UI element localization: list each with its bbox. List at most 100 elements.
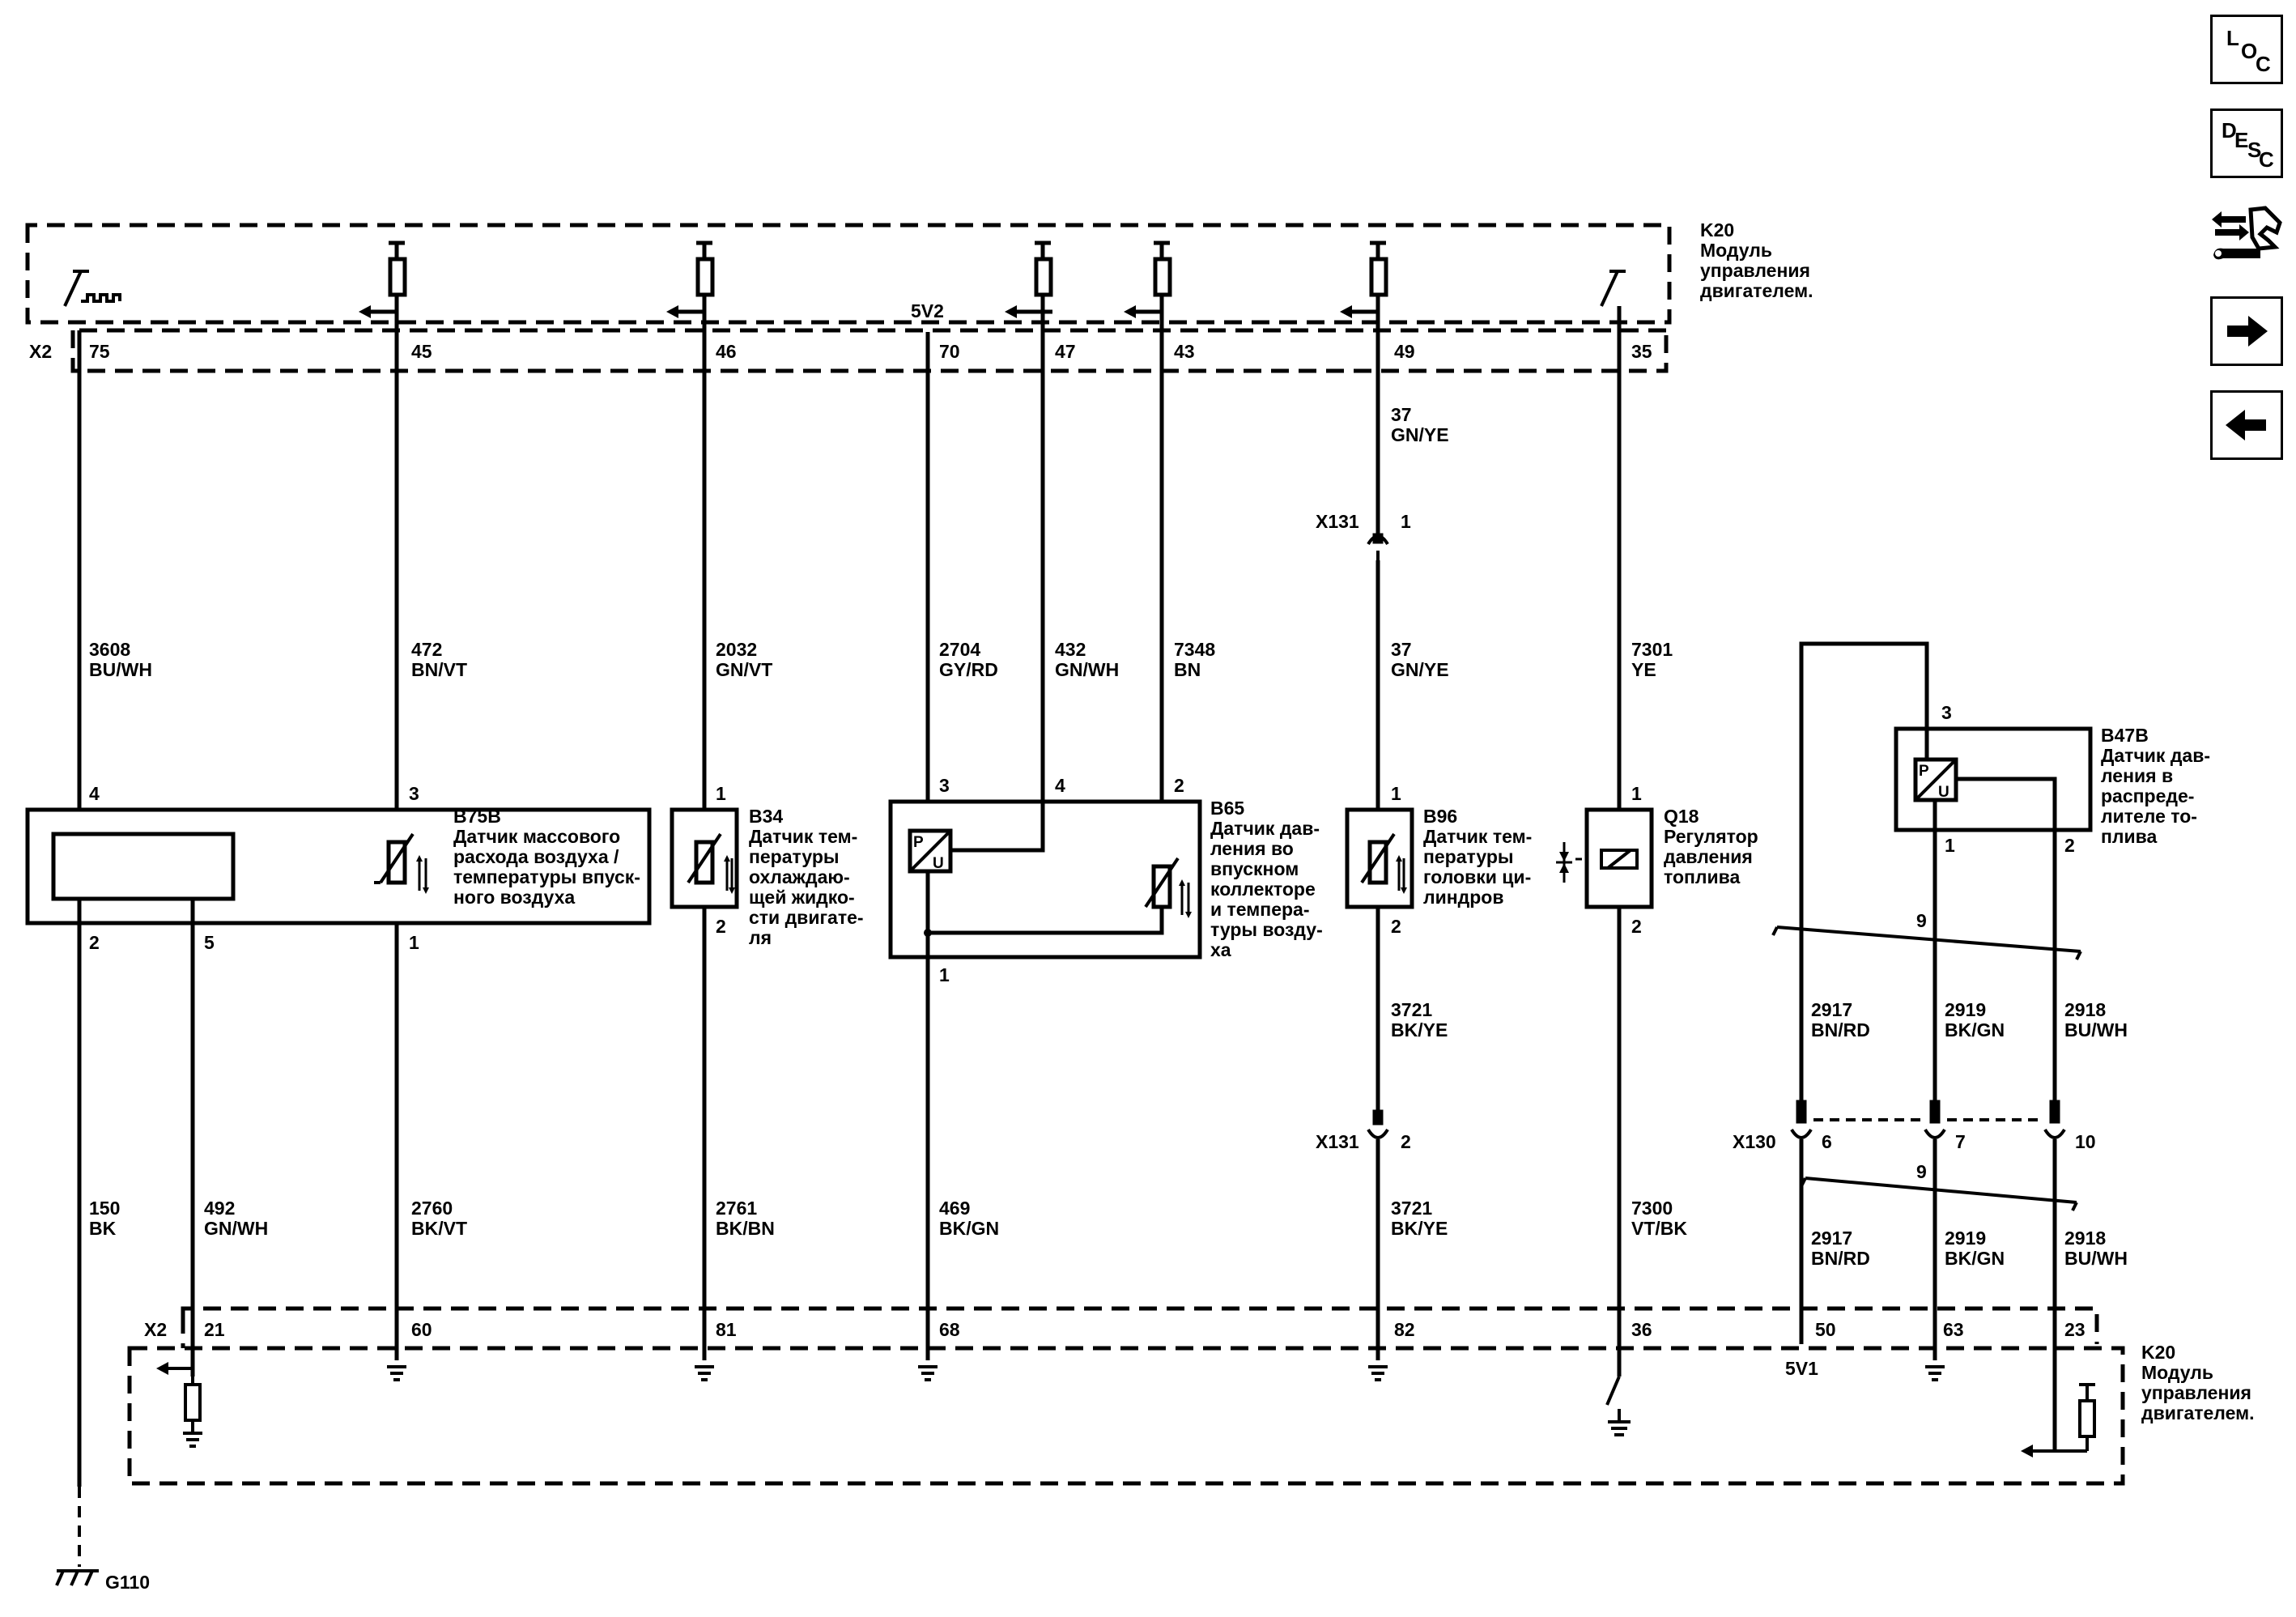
wire-labels-lower: 150 BK 492 GN/WH 2760 BK/VT 2761 BK/BN 4…	[89, 1198, 1687, 1239]
wire-color: BK/BN	[716, 1218, 775, 1239]
q18-desc: давления	[1664, 846, 1753, 867]
wire-num: 2761	[716, 1198, 757, 1219]
x130-label: X130	[1733, 1131, 1776, 1152]
bottom-pin: 63	[1943, 1319, 1964, 1340]
b65-desc: ления во	[1210, 838, 1294, 859]
wire-color: BU/WH	[2064, 1019, 2128, 1040]
b34-desc: Датчик тем-	[749, 826, 857, 847]
b65-desc: туры возду-	[1210, 919, 1323, 940]
q18-pin: 1	[1631, 783, 1642, 804]
b47b-desc: Датчик дав-	[2101, 745, 2210, 766]
next-page-button[interactable]	[2210, 296, 2283, 366]
b34-desc: ля	[749, 927, 772, 948]
wire-num: 7348	[1174, 639, 1215, 660]
x130-pin: 7	[1955, 1131, 1966, 1152]
b75b-mass-airflow-sensor	[25, 807, 652, 926]
loc-c: C	[2256, 52, 2271, 76]
b34-pin: 1	[716, 783, 726, 804]
arrow-left-icon	[2226, 410, 2266, 440]
b34-desc: пературы	[749, 846, 840, 867]
bottom-pin: 81	[716, 1319, 737, 1340]
wire-color: GN/YE	[1391, 659, 1449, 680]
loc-l: L	[2226, 26, 2239, 50]
b47b-desc: плива	[2101, 826, 2157, 847]
b65-map-sensor	[888, 799, 1202, 960]
wire-num: 2704	[939, 639, 980, 660]
arrow-right-icon	[2227, 316, 2268, 347]
x131-pin-2: 2	[1401, 1131, 1411, 1152]
q18-fuel-pressure-regulator	[1556, 807, 1654, 909]
wire-color: GN/VT	[716, 659, 772, 680]
k20-top-name: K20	[1700, 219, 1734, 240]
bottom-pin: 50	[1815, 1319, 1836, 1340]
loc-button[interactable]: L O C	[2210, 15, 2283, 84]
k20-top-desc-2: управления	[1700, 260, 1810, 281]
b75b-pin: 3	[409, 783, 419, 804]
driver-switch-35	[1600, 270, 1626, 307]
wire-num: 492	[204, 1198, 235, 1219]
b34-desc: сти двигате-	[749, 907, 864, 928]
b96-cylinder-head-temp-sensor	[1345, 807, 1414, 909]
x2-top-connector: X2	[29, 341, 52, 362]
x130-pin: 6	[1822, 1131, 1832, 1152]
b65-pin: 1	[939, 964, 950, 985]
k20-bottom-desc-2: управления	[2141, 1382, 2251, 1403]
k20-top-desc-3: двигателем.	[1700, 280, 1813, 301]
bottom-pin: 21	[204, 1319, 225, 1340]
wire-color: BK/GN	[1945, 1248, 2005, 1269]
x130-pin: 10	[2075, 1131, 2096, 1152]
wire-num: 2919	[1945, 1228, 1986, 1249]
wire-color: BN/VT	[411, 659, 467, 680]
bottom-pin: 36	[1631, 1319, 1652, 1340]
wire-num: 2918	[2064, 1228, 2106, 1249]
x131-label-2: X131	[1316, 1131, 1359, 1152]
wire-num: 2918	[2064, 999, 2106, 1020]
b47b-name: B47B	[2101, 725, 2149, 746]
b47b-desc: лителе то-	[2101, 806, 2197, 827]
bottom-pin: 68	[939, 1319, 960, 1340]
g110-chassis-ground	[55, 1487, 99, 1586]
b65-desc: ха	[1210, 939, 1231, 960]
b75b-desc: Датчик массового	[453, 826, 620, 847]
q18-desc: Регулятор	[1664, 826, 1758, 847]
wire-color: VT/BK	[1631, 1218, 1687, 1239]
b47b-desc: ления в	[2101, 765, 2173, 786]
b75b-name: B75B	[453, 806, 501, 827]
wire-color: BK	[89, 1218, 117, 1239]
signal-arrow-23	[2021, 1445, 2033, 1457]
twist-label-lower: 9	[1916, 1161, 1927, 1182]
wire-labels-upper: 3608 BU/WH 472 BN/VT 2032 GN/VT 2704 GY/…	[89, 404, 1673, 1040]
top-pin: 49	[1394, 341, 1415, 362]
b65-pin: 3	[939, 775, 950, 796]
b65-desc: Датчик дав-	[1210, 818, 1320, 839]
wire-num: 2917	[1811, 999, 1852, 1020]
wrench-schematic-icon	[2212, 206, 2282, 260]
signal-arrow-21	[156, 1362, 168, 1375]
b75b-desc: температуры впуск-	[453, 866, 640, 887]
b96-name: B96	[1423, 806, 1457, 827]
b65-desc: коллекторе	[1210, 879, 1316, 900]
k20-bottom-desc-1: Модуль	[2141, 1362, 2213, 1383]
k20-bottom-desc-3: двигателем.	[2141, 1402, 2255, 1423]
k20-bottom-name: K20	[2141, 1342, 2175, 1363]
twist-label-upper: 9	[1916, 910, 1927, 931]
desc-button[interactable]: D E S C	[2210, 109, 2283, 178]
ref-5v1: 5V1	[1785, 1358, 1818, 1379]
b65-desc: и темпера-	[1210, 899, 1309, 920]
inline-pins	[1372, 533, 2060, 1126]
previous-page-button[interactable]	[2210, 390, 2283, 460]
b65-pin: 4	[1055, 775, 1065, 796]
wire-num: 7300	[1631, 1198, 1673, 1219]
b47b-wire-labels: 2917 BN/RD 2919 BK/GN 2918 BU/WH 2917 BN…	[1811, 999, 2128, 1269]
wire-num: 2917	[1811, 1228, 1852, 1249]
x131-label-1: X131	[1316, 511, 1359, 532]
wrench-schematic-button[interactable]	[2210, 202, 2283, 272]
x2-bottom-connector: X2	[144, 1319, 167, 1340]
wire-num: 2760	[411, 1198, 453, 1219]
desc-e: E	[2234, 128, 2249, 152]
q18-name: Q18	[1664, 806, 1699, 827]
b75b-pin: 4	[89, 783, 100, 804]
wire-num: 469	[939, 1198, 970, 1219]
b65-desc: впускном	[1210, 858, 1299, 879]
wire-color: GN/WH	[1055, 659, 1119, 680]
